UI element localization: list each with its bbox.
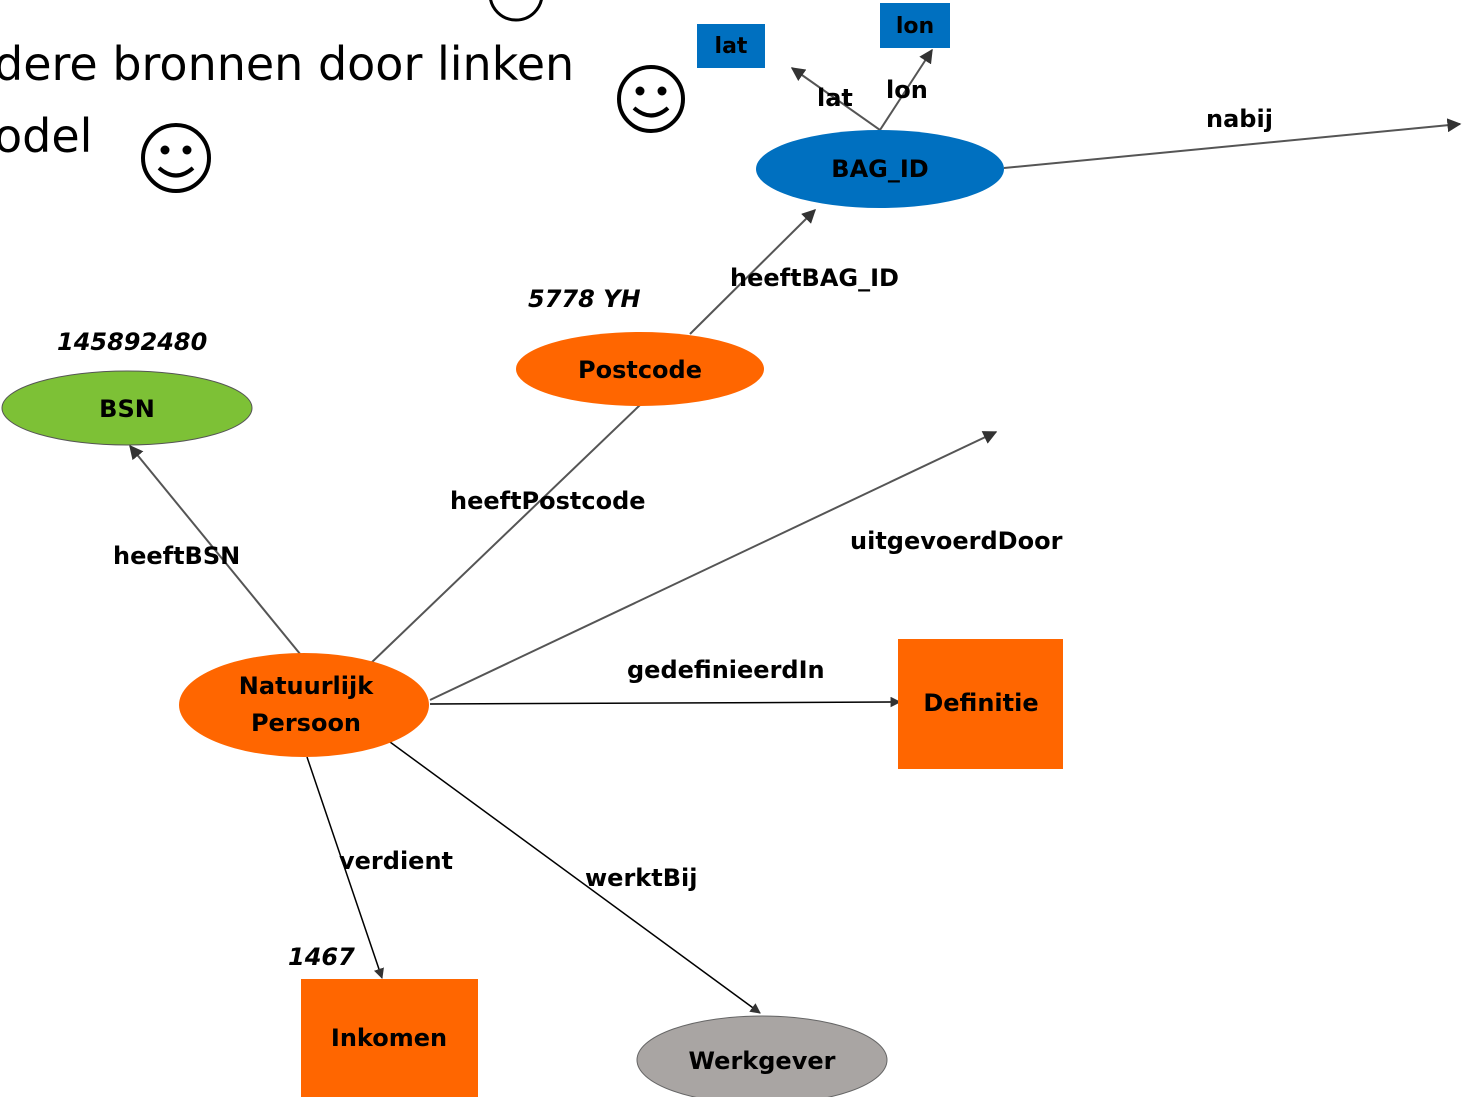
node-bsn-label: BSN	[99, 395, 155, 423]
edge-label-gedefinieerdin: gedefinieerdIn	[627, 656, 825, 684]
node-definitie[interactable]	[898, 639, 1063, 769]
edge-label-heeftbsn: heeftBSN	[113, 542, 240, 570]
node-werkgever-label: Werkgever	[689, 1047, 836, 1075]
bullet-text-line1: dere bronnen door linken	[0, 37, 574, 91]
node-inkomen-label: Inkomen	[331, 1024, 447, 1052]
edge-verdient	[306, 756, 384, 979]
edge-heeftbsn	[129, 444, 306, 661]
node-natuurlijk-persoon[interactable]	[179, 653, 429, 757]
node-postcode[interactable]	[516, 332, 764, 406]
edge-heeftpostcode	[369, 404, 641, 665]
value-inkomen: 1467	[288, 943, 355, 971]
smiley-face-icon	[617, 65, 685, 133]
node-werkgever[interactable]	[636, 1015, 888, 1097]
edge-lat	[790, 67, 881, 131]
value-postcode: 5778 YH	[528, 285, 641, 313]
edge-label-lat: lat	[817, 84, 853, 112]
edge-label-lon: lon	[886, 76, 928, 104]
edge-label-verdient: verdient	[339, 847, 453, 875]
edge-nabij	[1003, 118, 1462, 169]
edge-label-heeftpostcode: heeftPostcode	[450, 487, 646, 515]
edge-gedefinieerdin	[429, 696, 902, 708]
node-natuurlijk-persoon-label-line1: Natuurlijk	[239, 672, 374, 700]
edge-uitgevoerddoor	[429, 431, 998, 701]
node-lat-box[interactable]	[697, 24, 765, 68]
node-inkomen[interactable]	[301, 979, 478, 1097]
edge-label-uitgevoerddoor: uitgevoerdDoor	[850, 527, 1063, 555]
edge-lon	[879, 48, 933, 131]
smiley-face-icon	[489, 0, 543, 22]
edge-werktbij	[389, 741, 761, 1014]
edge-heeftbag-id	[689, 209, 816, 335]
node-lon-box[interactable]	[880, 3, 950, 48]
node-bag-id[interactable]	[756, 130, 1004, 208]
node-postcode-label: Postcode	[578, 356, 702, 384]
bullet-text-line2: odel	[0, 109, 92, 163]
edge-label-nabij: nabij	[1206, 105, 1273, 133]
smiley-face-icon	[141, 123, 211, 193]
edge-label-heeftbag-id: heeftBAG_ID	[730, 264, 899, 292]
node-definitie-label: Definitie	[923, 689, 1038, 717]
node-natuurlijk-persoon-label-line2: Persoon	[251, 709, 361, 737]
edge-label-werktbij: werktBij	[585, 864, 697, 892]
node-lon-label: lon	[896, 14, 934, 39]
node-bsn[interactable]	[1, 370, 253, 446]
node-bag-id-label: BAG_ID	[831, 155, 928, 183]
value-bsn: 145892480	[57, 328, 207, 356]
node-lat-label: lat	[715, 34, 748, 59]
